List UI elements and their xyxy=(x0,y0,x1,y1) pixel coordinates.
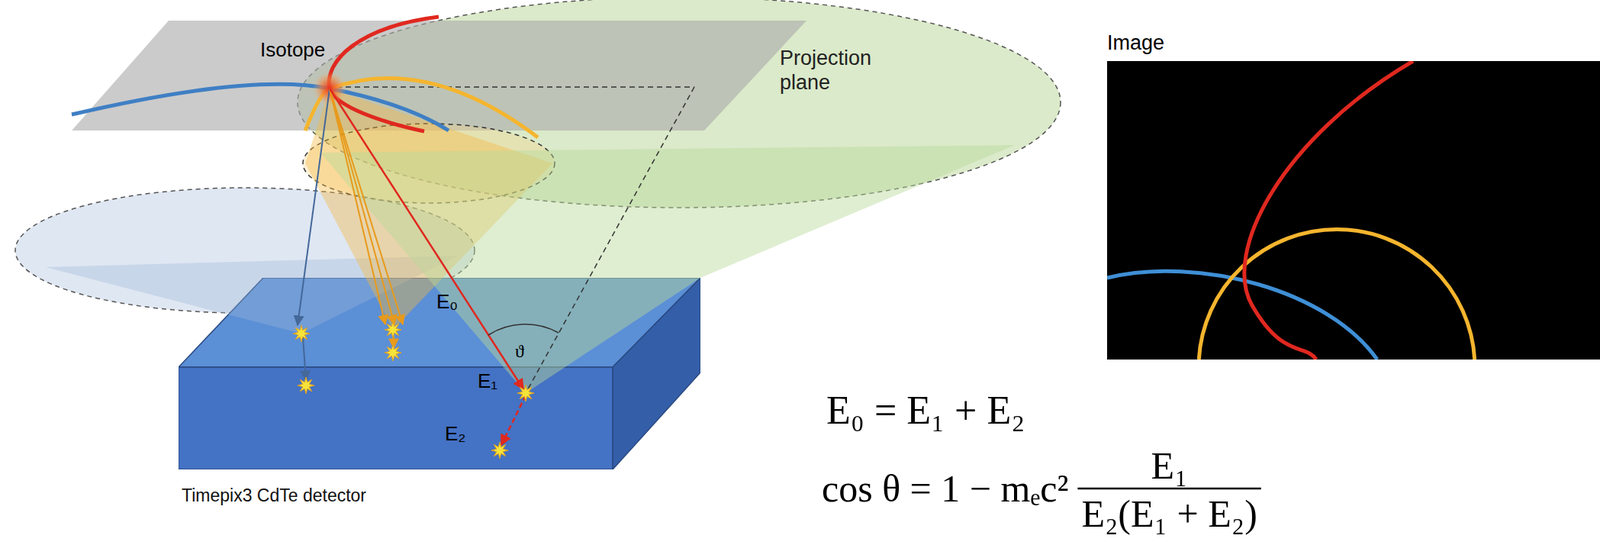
fraction-numerator: E₁ xyxy=(1151,446,1188,485)
projection-plane-label-box: Projection plane xyxy=(779,45,910,107)
image-panel: Image xyxy=(1107,61,1600,360)
energy-label: E₀ xyxy=(436,291,458,312)
dashed-axis xyxy=(336,86,695,88)
projected-circle xyxy=(1244,61,1414,360)
image-canvas xyxy=(1107,61,1600,360)
fraction-denominator: E₂(E₁ + E₂) xyxy=(1081,494,1257,533)
source-label: Isotope xyxy=(260,39,326,60)
detector-face xyxy=(612,277,701,470)
equation: E₀ = E₁ + E₂ xyxy=(826,390,1025,431)
equation: cos θ = 1 − mₑc² xyxy=(821,469,1069,508)
detector-face xyxy=(178,367,613,470)
node-label: Image xyxy=(1107,30,1337,55)
energy-label: E₂ xyxy=(444,423,466,444)
red-cone-curve xyxy=(328,16,439,132)
orange-cone-base xyxy=(302,123,555,203)
isotope-source xyxy=(312,71,347,106)
node-label: Timepix3 CdTe detector xyxy=(181,485,487,507)
node-label: Projection plane xyxy=(779,45,910,96)
orange-cone-curve xyxy=(305,77,538,138)
green-cone-base xyxy=(297,0,1061,208)
angle-label: ϑ xyxy=(515,341,525,361)
detector-face xyxy=(178,277,701,368)
projected-circle xyxy=(1198,228,1475,360)
projected-circle xyxy=(1107,270,1378,360)
energy-label: E₁ xyxy=(477,370,498,391)
fraction-bar xyxy=(1077,487,1261,490)
blue-cone-curve xyxy=(71,83,449,131)
projection-plane xyxy=(71,20,807,131)
